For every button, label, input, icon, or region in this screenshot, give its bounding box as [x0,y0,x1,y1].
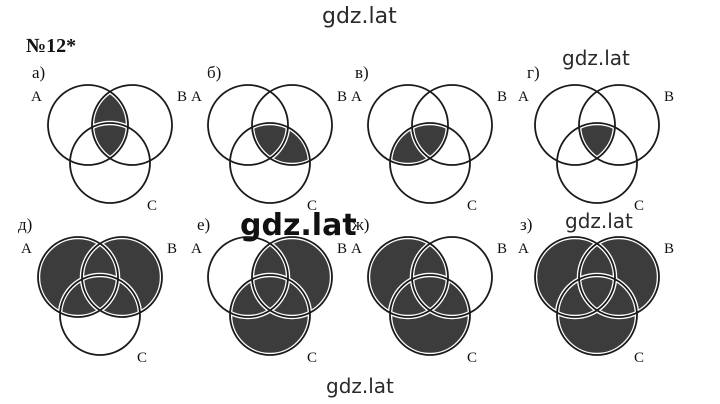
circle-b [578,84,660,166]
circle-c [556,122,638,204]
venn-diagram: A B Cг) [518,63,674,214]
set-label-b: B [337,241,347,257]
circle-a [534,236,616,318]
circle-c [556,274,638,356]
circle-a [47,84,129,166]
circle-a [534,84,616,166]
circle-a [367,236,449,318]
panel-label: ж) [351,215,369,234]
venn-diagram: A B Cж) [351,215,507,366]
circle-c [389,122,471,204]
set-label-a: A [191,89,202,105]
set-label-b: B [664,89,674,105]
circle-c [389,274,471,356]
circle-c [59,274,141,356]
set-label-b: B [337,89,347,105]
panel-label: б) [207,63,221,82]
circle-c [229,274,311,356]
set-label-b: B [497,89,507,105]
panel-label: е) [197,215,210,234]
set-label-b: B [497,241,507,257]
shaded-region [82,275,118,317]
venn-diagram: A B Cб) [191,63,347,214]
circle-c [229,122,311,204]
shaded-region [92,123,128,165]
watermark-bottom: gdz.lat [326,374,394,398]
set-label-c: C [137,350,147,366]
venn-diagram: A B Cе) [191,215,347,366]
circle-c [69,122,151,204]
shaded-region [252,123,288,165]
problem-number: №12* [26,35,77,57]
circle-b [251,236,333,318]
set-label-c: C [307,198,317,214]
set-label-a: A [31,89,42,105]
circle-a [367,84,449,166]
set-label-b: B [177,89,187,105]
circle-b [411,236,493,318]
venn-diagram: A B Cв) [351,63,507,214]
circle-a [207,84,289,166]
set-label-a: A [518,89,529,105]
set-label-a: A [21,241,32,257]
set-label-a: A [518,241,529,257]
set-label-b: B [664,241,674,257]
watermark-middle-big: gdz.lat [240,208,357,243]
circle-b [81,236,163,318]
circle-b [578,236,660,318]
venn-diagram: A B Cд) [18,215,177,366]
circle-a [207,236,289,318]
shaded-region [579,123,615,165]
circle-b [91,84,173,166]
watermark-top-right: gdz.lat [562,46,630,70]
set-label-b: B [167,241,177,257]
set-label-a: A [351,241,362,257]
circle-a [37,236,119,318]
panel-label: д) [18,215,32,234]
set-label-c: C [307,350,317,366]
watermark-top: gdz.lat [322,4,397,29]
set-label-c: C [147,198,157,214]
set-label-c: C [634,198,644,214]
panel-label: а) [32,63,45,82]
panel-label: з) [520,215,532,234]
circle-b [411,84,493,166]
circle-b [251,84,333,166]
watermark-middle-right: gdz.lat [565,209,633,233]
panel-label: в) [355,63,369,82]
set-label-a: A [191,241,202,257]
panel-label: г) [527,63,540,82]
set-label-c: C [467,350,477,366]
shaded-region [412,123,448,165]
venn-diagram: A B Cа) [31,63,187,214]
set-label-c: C [467,198,477,214]
venn-diagram: A B Cз) [518,215,674,366]
set-label-c: C [634,350,644,366]
set-label-a: A [351,89,362,105]
